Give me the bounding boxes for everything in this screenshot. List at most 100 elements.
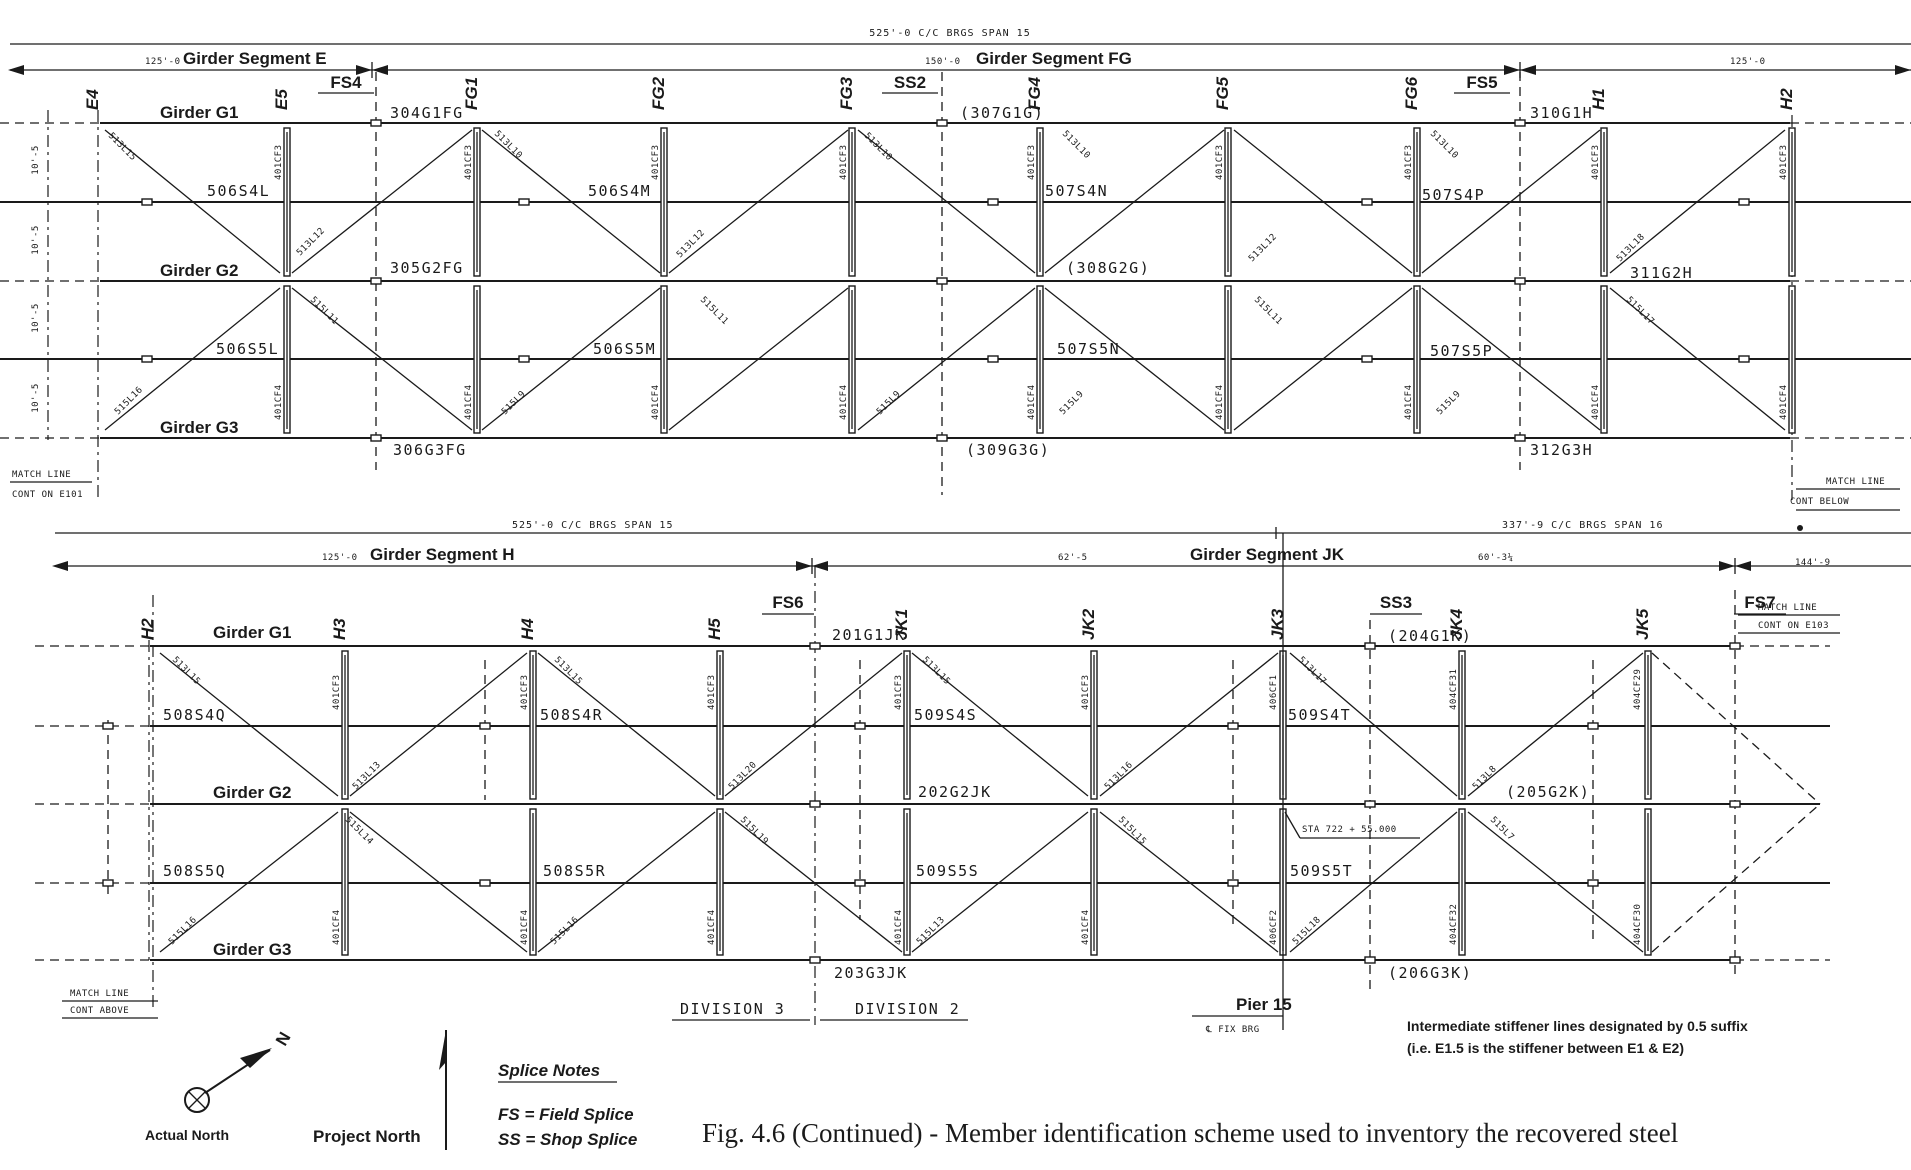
- stiffener-mark: 401CF4: [1215, 384, 1225, 420]
- north-symbol-cross: [188, 1091, 206, 1109]
- bracing-mark: 515L11: [308, 295, 340, 327]
- strut-mark: 509S4S: [914, 706, 977, 724]
- stiffener-mark: 401CF4: [839, 384, 849, 420]
- cross-bracing-diagonal: [104, 129, 281, 274]
- match-line-label: CONT ON E103: [1758, 621, 1829, 631]
- cross-bracing-diagonal: [857, 129, 1036, 274]
- strut-mark: 508S4R: [540, 706, 603, 724]
- bracing-mark: 513L10: [492, 129, 524, 161]
- strut-mark: 508S4Q: [163, 706, 226, 724]
- stiffener-mark: 401CF3: [1215, 144, 1225, 180]
- bracing-mark: 513L20: [727, 760, 759, 792]
- stiffener-mark: 401CF3: [839, 144, 849, 180]
- connection-plate: [370, 119, 382, 127]
- cross-bracing-diagonal: [1467, 811, 1644, 953]
- stiffener-mark: 401CF4: [1779, 384, 1789, 420]
- connection-plate: [936, 434, 948, 442]
- stiffener-mark: 401CF3: [520, 674, 530, 710]
- station-label: H2: [1777, 88, 1796, 110]
- segment-jk-dimension: 62'-5: [1058, 553, 1088, 563]
- stiffener-note: Intermediate stiffener lines designated …: [1407, 1018, 1748, 1034]
- bracing-dashed: [1651, 803, 1821, 953]
- cross-bracing-diagonal: [1289, 652, 1458, 797]
- stiffener-mark: 401CF3: [651, 144, 661, 180]
- bracing-mark: 515L16: [167, 915, 199, 947]
- bracing-mark: 513L17: [1296, 655, 1328, 687]
- cross-bracing-diagonal: [481, 287, 661, 431]
- arrowhead-left: [1735, 561, 1751, 571]
- splice-label: SS3: [1380, 593, 1412, 612]
- cross-bracing-diagonal: [724, 811, 903, 953]
- station-label: H3: [330, 618, 349, 640]
- segment-e-title: Girder Segment E: [183, 49, 327, 68]
- bracing-mark: 513L10: [1060, 129, 1092, 161]
- bracing-mark: 513L15: [920, 655, 952, 687]
- stiffener-mark: 401CF3: [1779, 144, 1789, 180]
- segment-e-dimension: 125'-0: [145, 57, 181, 67]
- stiffener-mark: 401CF4: [1081, 909, 1091, 945]
- piece-mark: 201G1JK: [832, 626, 906, 644]
- station-label: JK1: [892, 609, 911, 640]
- cross-bracing-diagonal: [1044, 287, 1225, 431]
- arrowhead-left: [812, 561, 828, 571]
- project-north-head: [439, 1030, 446, 1070]
- connection-plate: [1361, 355, 1373, 363]
- cross-bracing-diagonal: [537, 652, 716, 797]
- cross-bracing-diagonal: [1099, 811, 1279, 953]
- segment-jk-dimension: 60'-3¼: [1478, 553, 1514, 563]
- strut-mark: 506S5M: [593, 340, 656, 358]
- stiffener-mark: 401CF4: [707, 909, 717, 945]
- connection-plate: [479, 722, 491, 730]
- stiffener-mark: 401CF4: [520, 909, 530, 945]
- stiffener-mark: 406CF2: [1269, 909, 1279, 945]
- cross-bracing-diagonal: [537, 811, 716, 953]
- girder-g2-label: Girder G2: [160, 261, 238, 280]
- bracing-mark: 515L9: [875, 389, 903, 417]
- span-16-label: 337'-9 C/C BRGS SPAN 16: [1502, 520, 1663, 531]
- segment-fg-dimension: 150'-0: [925, 57, 961, 67]
- stiffener-mark: 401CF3: [707, 674, 717, 710]
- strut-mark: 507S5P: [1430, 342, 1493, 360]
- station-label: H4: [518, 618, 537, 640]
- piece-mark: (308G2G): [1066, 259, 1150, 277]
- stiffener-mark: 406CF1: [1269, 674, 1279, 710]
- connection-plate: [102, 879, 114, 887]
- stiffener-mark: 401CF4: [1591, 384, 1601, 420]
- arrowhead-left: [8, 65, 24, 75]
- bracing-mark: 515L9: [1435, 389, 1463, 417]
- stiffener-mark: 401CF4: [464, 384, 474, 420]
- connection-plate: [1587, 879, 1599, 887]
- connection-plate: [370, 277, 382, 285]
- piece-mark: 311G2H: [1630, 264, 1693, 282]
- connection-plate: [809, 642, 821, 650]
- piece-mark: 312G3H: [1530, 441, 1593, 459]
- connection-plate: [1729, 642, 1741, 650]
- strut-mark: 506S4L: [207, 182, 270, 200]
- connection-plate: [1361, 198, 1373, 206]
- bracing-mark: 513L12: [1247, 232, 1279, 264]
- connection-plate: [370, 434, 382, 442]
- splice-label: FS6: [772, 593, 803, 612]
- north-arrow-head: [240, 1048, 272, 1068]
- station-label: FG4: [1025, 76, 1044, 110]
- cross-bracing-diagonal: [1233, 129, 1413, 274]
- bracing-mark: 513L16: [1103, 760, 1135, 792]
- stiffener-mark: 404CF30: [1633, 904, 1643, 945]
- bracing-mark: 513L15: [552, 655, 584, 687]
- piece-mark: 305G2FG: [390, 259, 464, 277]
- stiffener-mark: 401CF4: [1027, 384, 1037, 420]
- piece-mark: 202G2JK: [918, 783, 992, 801]
- station-label: JK2: [1079, 608, 1098, 640]
- stiffener-mark: 401CF4: [1404, 384, 1414, 420]
- stiffener-mark: 401CF4: [894, 909, 904, 945]
- station-label: JK5: [1633, 608, 1652, 640]
- connection-plate: [1364, 956, 1376, 964]
- stiffener-mark: 404CF31: [1449, 669, 1459, 710]
- cross-bracing-diagonal: [668, 129, 849, 274]
- strut-mark: 509S5T: [1290, 862, 1353, 880]
- connection-plate: [809, 800, 821, 808]
- bracing-mark: 513L13: [351, 760, 383, 792]
- connection-plate: [1514, 119, 1526, 127]
- connection-plate: [141, 198, 153, 206]
